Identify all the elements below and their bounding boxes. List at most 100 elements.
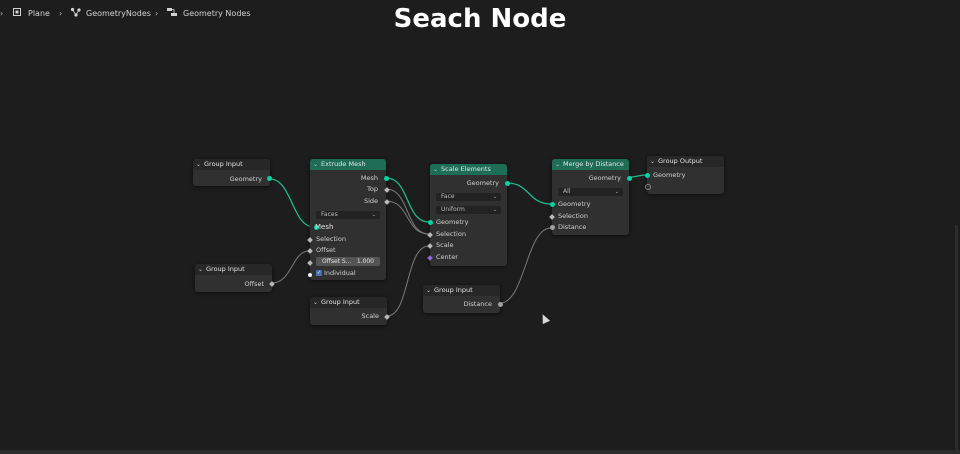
chevron-down-icon[interactable]: ⌄ (198, 266, 204, 273)
chevron-right-icon: › (0, 9, 4, 18)
scrollbar[interactable] (955, 225, 958, 450)
output-mesh-label: Mesh (360, 174, 378, 182)
geometry-input-socket[interactable] (550, 202, 555, 207)
chevron-right-icon: › (59, 9, 63, 18)
link-distance (499, 227, 552, 304)
geometry-output-socket[interactable] (505, 181, 510, 186)
link-side-to-selection (385, 200, 430, 235)
group-input-node[interactable]: ⌄ Group Input Distance (423, 285, 503, 313)
node-title: Merge by Distance (563, 160, 624, 168)
offset-scale-label: Offset S... (322, 258, 352, 265)
node-title: Group Output (658, 157, 703, 165)
domain-dropdown[interactable]: Face ⌄ (436, 193, 501, 201)
node-editor-icon (166, 7, 178, 22)
chevron-down-icon: ⌄ (492, 194, 497, 200)
output-distance-label: Distance (463, 300, 492, 308)
link-offset (271, 250, 310, 284)
node-title: Group Input (434, 286, 473, 294)
group-input-node[interactable]: ⌄ Group Input Scale (310, 297, 390, 325)
offset-scale-socket[interactable] (307, 260, 313, 266)
chevron-right-icon: › (155, 9, 159, 18)
domain-value: Face (441, 193, 455, 200)
node-title: Extrude Mesh (321, 160, 366, 168)
mesh-input-socket[interactable] (314, 225, 319, 230)
output-geometry-label: Geometry (588, 174, 621, 182)
group-input-node[interactable]: ⌄ Group Input Offset (195, 264, 275, 292)
chevron-down-icon[interactable]: ⌄ (313, 161, 319, 168)
input-distance-label: Distance (558, 223, 587, 231)
input-offset-label: Offset (316, 246, 336, 254)
geometry-output-socket[interactable] (627, 176, 632, 181)
output-top-label: Top (367, 185, 378, 193)
geometry-input-socket[interactable] (645, 173, 650, 178)
output-offset-label: Offset (244, 280, 264, 288)
page-title: Seach Node (393, 4, 567, 34)
breadcrumb-item-plane[interactable]: Plane (28, 9, 50, 18)
output-scale-label: Scale (361, 312, 380, 320)
output-geometry-label: Geometry (229, 175, 262, 183)
mesh-output-socket[interactable] (384, 176, 389, 181)
scale-mode-dropdown[interactable]: Uniform ⌄ (436, 206, 501, 214)
status-bar (0, 450, 960, 454)
chevron-down-icon[interactable]: ⌄ (426, 287, 432, 294)
mode-dropdown[interactable]: Faces ⌄ (316, 211, 380, 219)
node-header[interactable]: ⌄ Extrude Mesh (310, 159, 386, 170)
node-header[interactable]: ⌄ Group Output (647, 156, 724, 167)
extrude-mesh-node[interactable]: ⌄ Extrude Mesh Mesh Top Side Faces ⌄ Mes… (307, 159, 390, 280)
distance-socket[interactable] (498, 302, 503, 307)
mouse-cursor-icon (539, 312, 551, 325)
output-side-label: Side (363, 197, 378, 205)
input-selection-label: Selection (558, 212, 588, 220)
node-header[interactable]: ⌄ Group Input (423, 285, 500, 296)
input-geometry-label: Geometry (436, 218, 469, 226)
link-geometry-to-merge (506, 182, 552, 205)
node-header[interactable]: ⌄ Group Input (195, 264, 272, 275)
node-tree-icon (70, 7, 82, 22)
group-input-node[interactable]: ⌄ Group Input Geometry (193, 159, 272, 186)
geometry-socket[interactable] (267, 176, 272, 181)
individual-socket[interactable] (308, 273, 312, 277)
geometry-input-socket[interactable] (428, 220, 433, 225)
link-geometry-to-mesh (269, 178, 315, 228)
node-header[interactable]: ⌄ Group Input (193, 159, 270, 170)
chevron-down-icon[interactable]: ⌄ (313, 299, 319, 306)
chevron-down-icon[interactable]: ⌄ (555, 161, 561, 168)
input-mesh-label: Mesh (315, 223, 334, 231)
breadcrumb-item-geometry-nodes[interactable]: Geometry Nodes (183, 9, 251, 18)
offset-scale-field[interactable]: Offset S... 1.000 (316, 257, 380, 266)
individual-label: Individual (324, 269, 356, 277)
scale-elements-node[interactable]: ⌄ Scale Elements Geometry Face ⌄ Uniform… (427, 164, 510, 266)
mode-value: Faces (321, 211, 338, 218)
link-mesh-to-geometry (385, 177, 430, 223)
individual-checkbox[interactable]: ✓ (316, 270, 322, 276)
input-selection-label: Selection (436, 230, 466, 238)
merge-by-distance-node[interactable]: ⌄ Merge by Distance Geometry All ⌄ Geome… (549, 159, 632, 235)
chevron-down-icon: ⌄ (614, 189, 619, 195)
offset-scale-value: 1.000 (356, 258, 374, 265)
merge-mode-value: All (563, 188, 571, 195)
input-geometry-label: Geometry (558, 200, 591, 208)
merge-mode-dropdown[interactable]: All ⌄ (558, 188, 623, 196)
node-title: Scale Elements (441, 165, 491, 173)
node-header[interactable]: ⌄ Scale Elements (430, 164, 507, 175)
breadcrumb-item-geometrynodes[interactable]: GeometryNodes (86, 9, 151, 18)
input-selection-label: Selection (316, 235, 346, 243)
distance-input-socket[interactable] (550, 225, 555, 230)
chevron-down-icon[interactable]: ⌄ (433, 166, 439, 173)
node-title: Group Input (204, 160, 243, 168)
scale-mode-value: Uniform (441, 206, 465, 213)
group-output-node[interactable]: ⌄ Group Output Geometry (645, 156, 724, 194)
object-icon (12, 7, 22, 22)
node-title: Group Input (321, 298, 360, 306)
input-scale-label: Scale (436, 241, 454, 249)
input-geometry-label: Geometry (653, 171, 686, 179)
empty-socket[interactable] (645, 184, 651, 190)
chevron-down-icon[interactable]: ⌄ (650, 158, 656, 165)
chevron-down-icon: ⌄ (492, 207, 497, 213)
chevron-down-icon[interactable]: ⌄ (196, 161, 202, 168)
output-geometry-label: Geometry (466, 179, 499, 187)
node-header[interactable]: ⌄ Merge by Distance (552, 159, 629, 170)
node-header[interactable]: ⌄ Group Input (310, 297, 387, 308)
node-title: Group Input (206, 265, 245, 273)
